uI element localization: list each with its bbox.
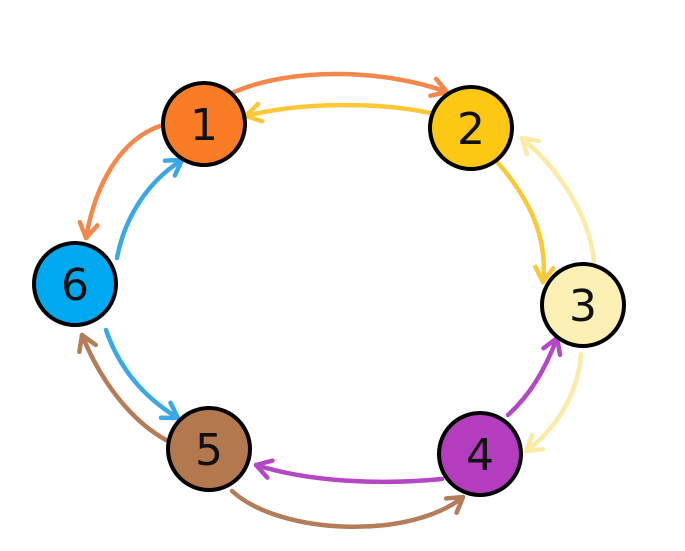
edge-5-4 [229,488,466,530]
edge-2-3-arrowhead [533,264,556,285]
edge-5-6-arrowhead [77,332,99,355]
edges-layer [77,71,597,530]
edge-3-4-arrowhead [523,432,546,454]
edge-2-3 [495,160,547,285]
node-1: 1 [161,81,247,167]
edge-5-4-arrowhead [443,494,466,515]
node-2: 2 [428,85,514,171]
node-6-label: 6 [61,260,89,311]
edge-6-5-arrowhead [158,400,181,421]
node-5-circle [166,406,252,492]
node-3-circle [540,262,626,348]
edge-3-4 [523,351,584,454]
edge-1-6 [83,123,163,241]
edge-3-2 [519,135,597,265]
node-3: 3 [540,262,626,348]
node-6-circle [32,241,118,327]
edge-2-1 [243,102,433,119]
edge-1-2-arrowhead [428,76,450,98]
node-4-circle [437,411,523,497]
node-4: 4 [437,411,523,497]
node-5-label: 5 [195,425,223,476]
node-3-label: 3 [569,281,597,332]
node-4-label: 4 [466,430,494,481]
node-1-circle [161,81,247,167]
edge-5-6 [79,332,169,443]
edge-3-2-arrowhead [519,135,541,157]
edge-1-2 [231,71,450,95]
edge-6-1 [114,157,185,261]
node-1-label: 1 [190,100,218,151]
node-2-label: 2 [457,104,485,155]
node-2-circle [428,85,514,171]
node-6: 6 [32,241,118,327]
edge-4-5 [253,462,445,485]
nodes-layer: 1 2 3 4 5 6 [32,81,626,497]
node-5: 5 [166,406,252,492]
edge-1-6-arrowhead [77,219,100,241]
edge-4-5-arrowhead [253,458,275,480]
edge-4-3 [505,335,560,418]
edge-6-5 [103,327,181,421]
